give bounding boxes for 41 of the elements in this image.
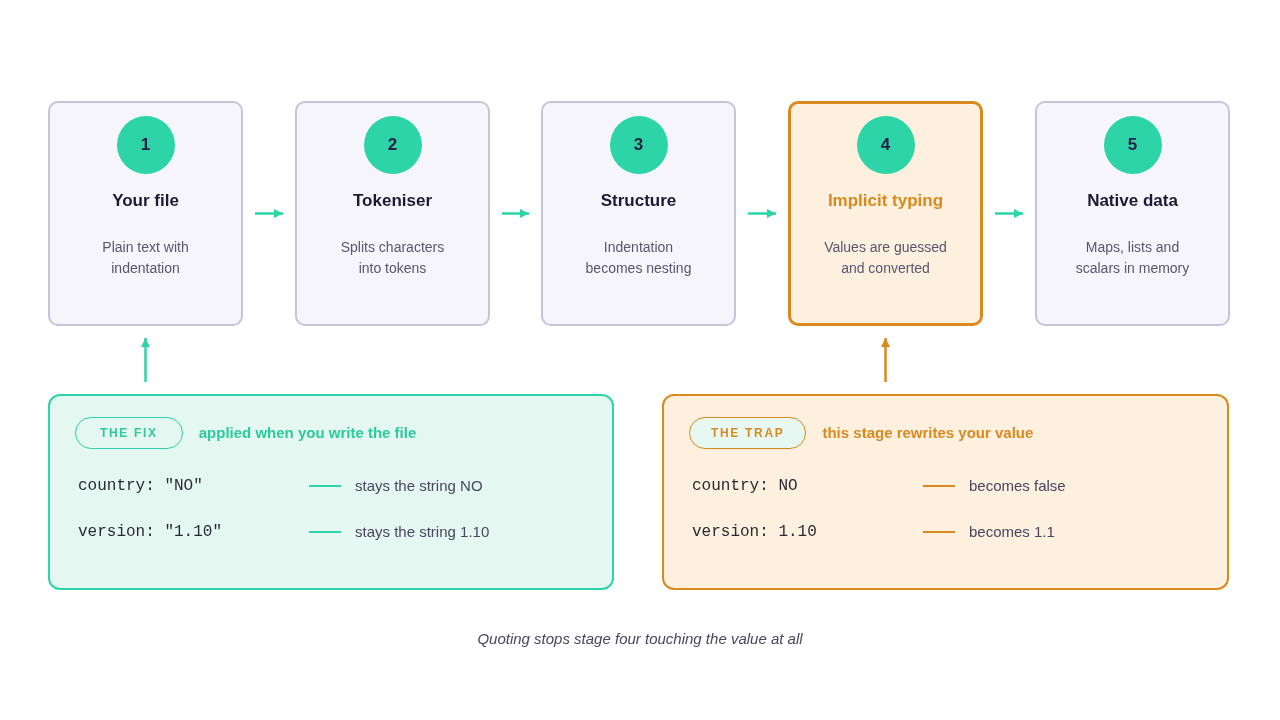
stage-title: Structure: [600, 190, 677, 212]
code-line: version: 1.10: [692, 522, 817, 543]
stage-title: Implicit typing: [827, 190, 944, 212]
stage-card: [48, 101, 243, 326]
result-text: becomes false: [969, 476, 1066, 496]
tag-pill: THE TRAP: [689, 417, 807, 449]
arrow: [141, 338, 150, 382]
code-line: country: NO: [692, 476, 798, 497]
callout-panel: [48, 394, 614, 590]
step-number-badge: 3: [609, 116, 668, 174]
result-text: stays the string NO: [355, 476, 483, 496]
stage-card: [295, 101, 490, 326]
stage-description: Indentation becomes nesting: [584, 238, 693, 278]
step-number-badge: 4: [856, 116, 915, 174]
panel-heading: this stage rewrites your value: [822, 423, 1034, 443]
step-number-badge: 1: [116, 116, 175, 174]
stage-card: [541, 101, 736, 326]
result-text: stays the string 1.10: [355, 522, 490, 542]
stage-card: [788, 101, 983, 326]
callout-panel: [662, 394, 1229, 590]
stage-title: Your file: [112, 190, 179, 212]
stage-description: Splits characters into tokens: [339, 238, 446, 278]
stage-description: Plain text with indentation: [101, 238, 190, 278]
arrow: [502, 209, 529, 218]
arrow: [748, 209, 776, 218]
result-text: becomes 1.1: [969, 522, 1055, 542]
caption-text: Quoting stops stage four touching the value at all: [477, 629, 803, 649]
code-line: country: "NO": [78, 476, 203, 497]
stage-card: [1035, 101, 1230, 326]
stage-title: Native data: [1087, 190, 1178, 212]
stage-description: Maps, lists and scalars in memory: [1074, 238, 1191, 278]
arrow: [995, 209, 1023, 218]
step-number-badge: 2: [363, 116, 422, 174]
code-line: version: "1.10": [78, 522, 223, 543]
tag-pill: THE FIX: [75, 417, 183, 449]
stage-title: Tokeniser: [352, 190, 433, 212]
stage-description: Values are guessed and converted: [823, 238, 948, 278]
arrow: [255, 209, 283, 218]
step-number-badge: 5: [1103, 116, 1162, 174]
arrow: [881, 338, 890, 382]
panel-heading: applied when you write the file: [198, 423, 417, 443]
